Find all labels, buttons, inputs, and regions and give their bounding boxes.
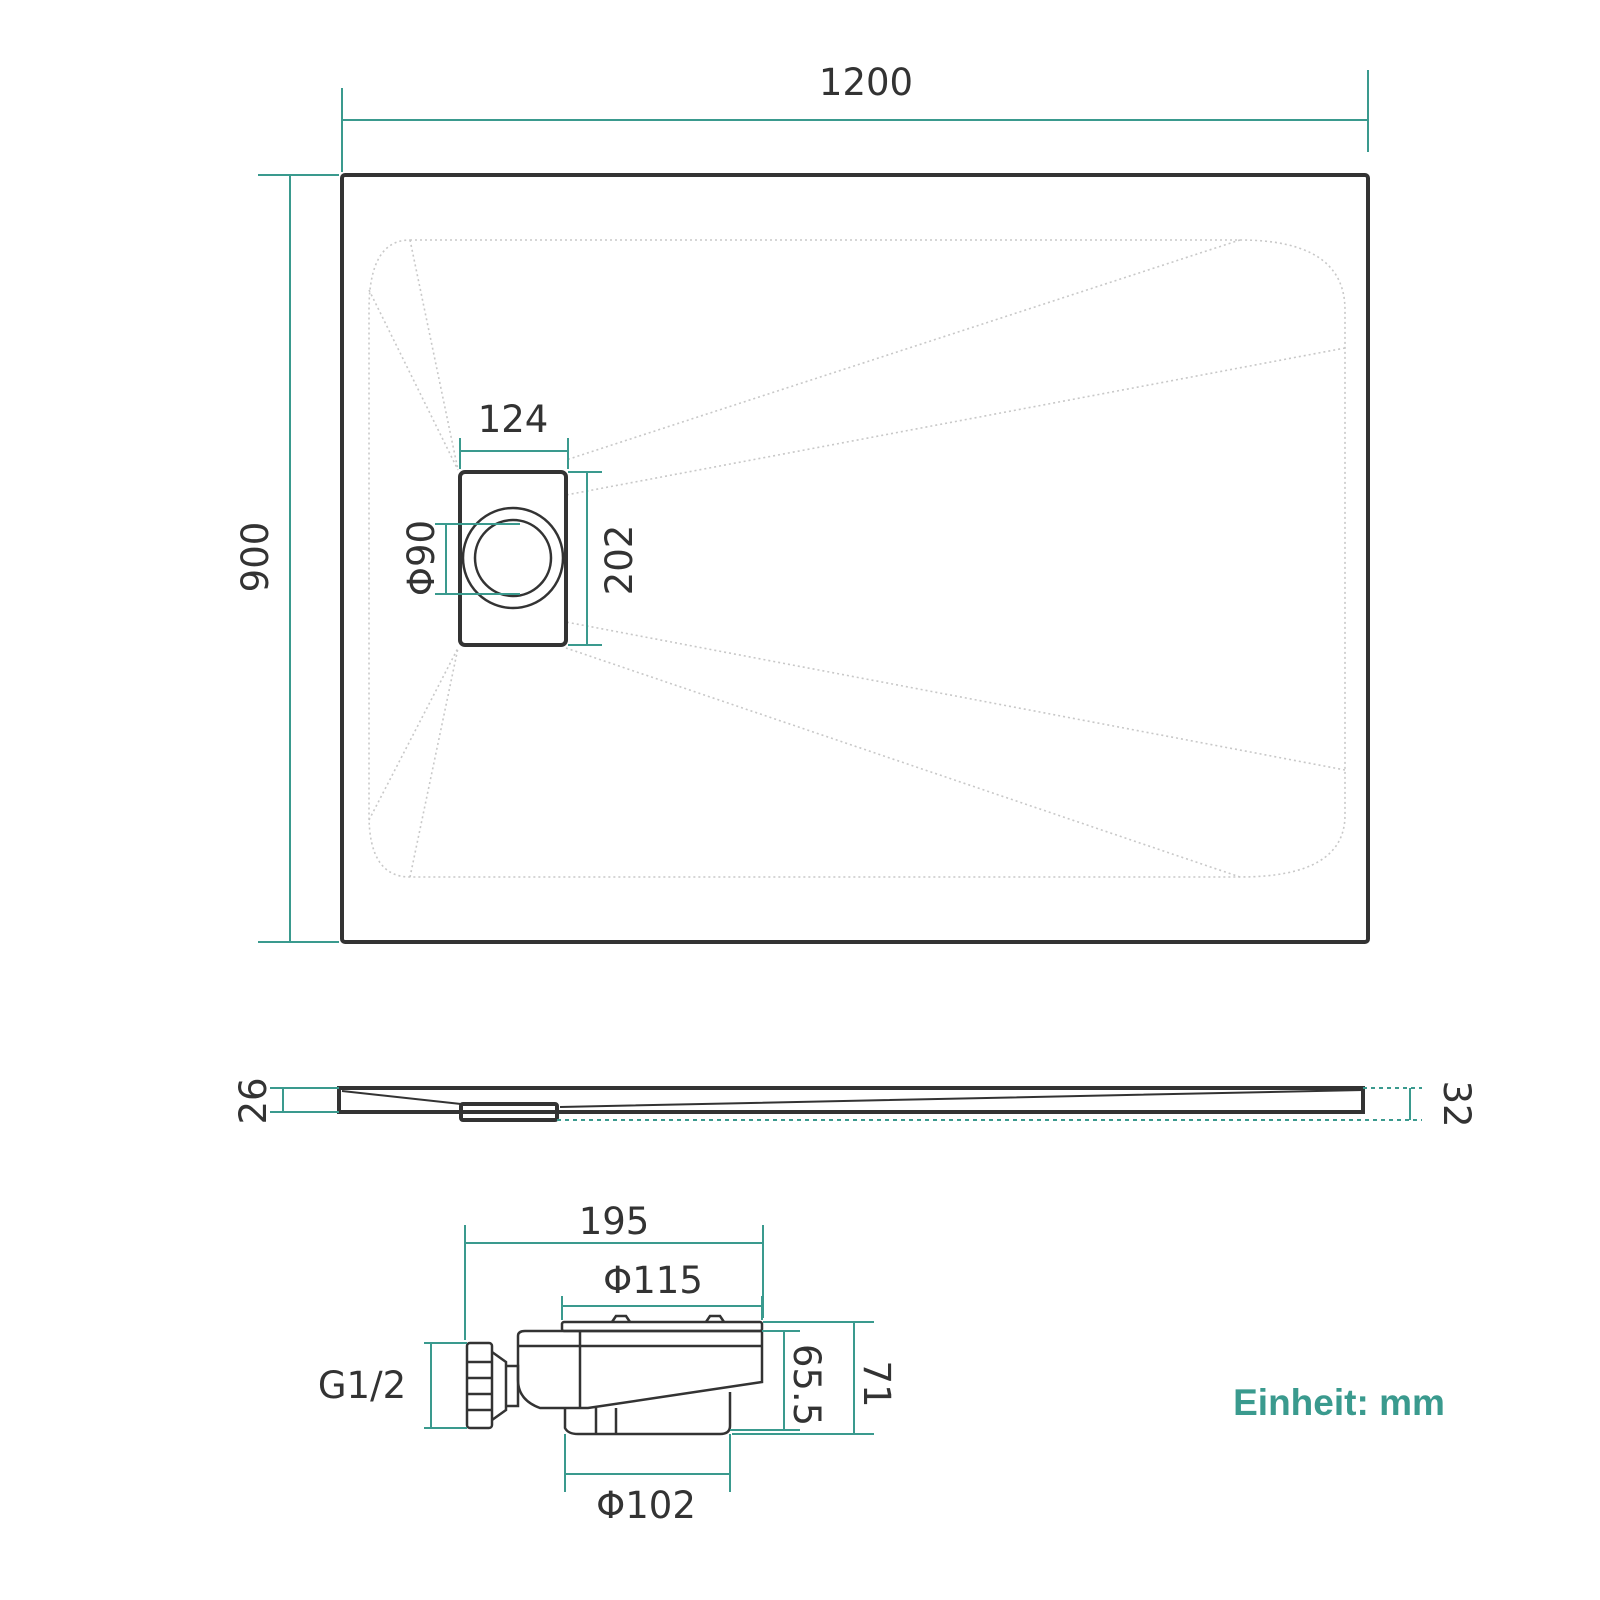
label-total-height: 32 (1435, 1080, 1478, 1127)
tray-outline (340, 173, 1370, 944)
label-drain-cover-height: 202 (598, 525, 641, 596)
slope-line (409, 239, 459, 471)
drain-ring-inner (473, 518, 553, 598)
drain-cover (458, 470, 568, 647)
trap-bowl (563, 1392, 732, 1436)
top-view: 1200 900 124 202 Φ90 (234, 61, 1370, 944)
label-waste-total-height: 71 (855, 1360, 898, 1407)
trap-flange (560, 1320, 764, 1333)
drain-ring-outer (461, 506, 565, 610)
waste-trap: 195 Φ115 G1/2 Φ102 65.5 71 (318, 1200, 898, 1527)
outlet-nut (465, 1341, 494, 1430)
tray-profile (337, 1086, 1365, 1114)
label-waste-top-diameter: Φ115 (603, 1259, 703, 1302)
slope-line (368, 647, 459, 821)
label-total-width: 1200 (819, 61, 913, 104)
slope-line (409, 647, 459, 878)
side-view: 26 32 (232, 1077, 1478, 1127)
label-edge-height: 26 (232, 1077, 275, 1124)
label-waste-length: 195 (579, 1200, 650, 1243)
label-total-depth: 900 (234, 522, 277, 593)
inner-contour (368, 239, 1346, 878)
slope-line (368, 289, 459, 471)
trap-body (516, 1329, 764, 1410)
label-drain-cover-width: 124 (478, 398, 549, 441)
label-waste-body-height: 65.5 (785, 1344, 828, 1426)
slope-line (565, 621, 1346, 771)
slope-lines (368, 239, 1346, 878)
label-waste-bottom-diameter: Φ102 (596, 1484, 696, 1527)
slope-line (565, 239, 1241, 461)
dimension-lines (258, 70, 1369, 943)
unit-note: Einheit: mm (1233, 1382, 1445, 1423)
waste-dimension-lines (424, 1225, 874, 1492)
drain-profile (459, 1102, 559, 1122)
label-waste-thread: G1/2 (318, 1364, 406, 1407)
tray-slope-profile (341, 1089, 1364, 1108)
slope-line (565, 647, 1241, 878)
label-drain-hole-diameter: Φ90 (400, 520, 443, 596)
side-dimension-lines (270, 1087, 1422, 1121)
slope-line (565, 347, 1346, 496)
